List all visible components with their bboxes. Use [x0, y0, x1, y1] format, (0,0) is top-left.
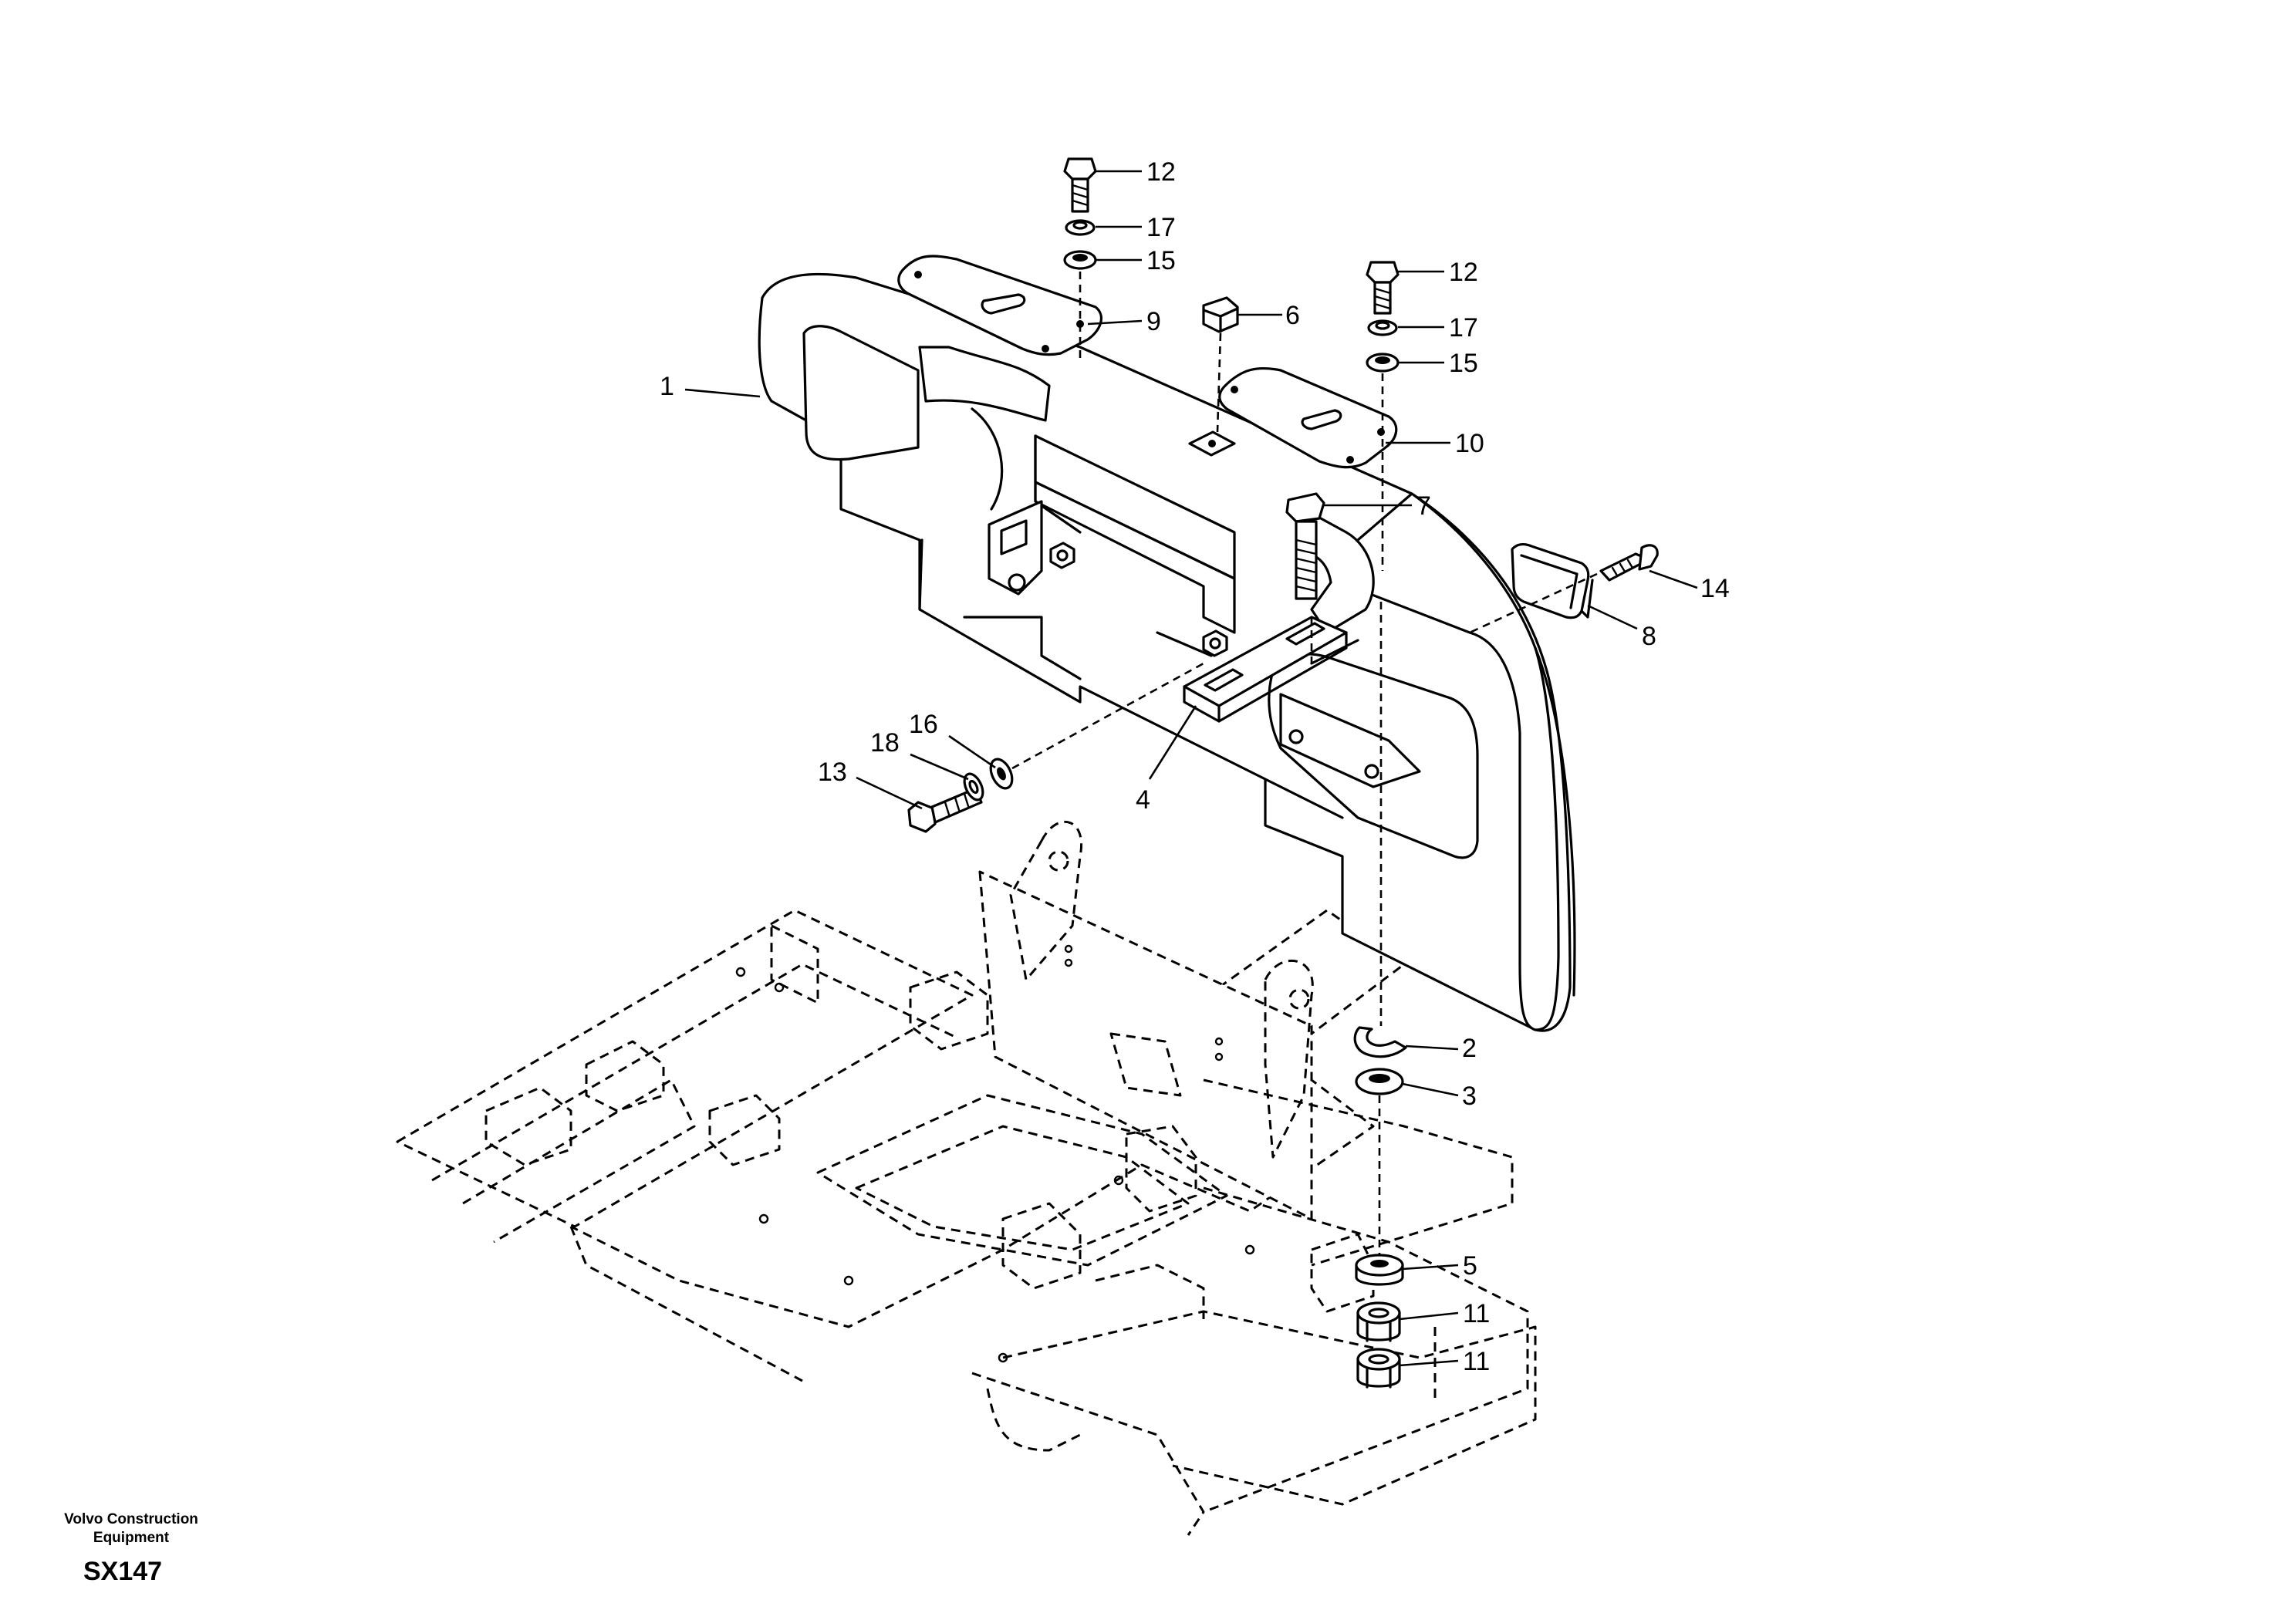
bolt-13	[907, 787, 983, 833]
cover-plate-10	[1218, 366, 1398, 469]
u-clip-2	[1353, 1026, 1407, 1058]
counterweight	[758, 272, 1576, 1032]
callout-2: 2	[1462, 1034, 1477, 1063]
callout-3: 3	[1462, 1082, 1477, 1111]
manufacturer-line-1: Volvo Construction	[64, 1511, 198, 1527]
callout-12-left: 12	[1146, 157, 1176, 187]
drawing-footer: Volvo Construction Equipment SX147	[39, 1510, 224, 1587]
callout-1: 1	[660, 372, 674, 401]
callout-labels: 1 2 3 4 5 6 7 8 9 10 11 11 12 12 13 14 1…	[660, 157, 1730, 1376]
lifting-bolt-7	[1285, 492, 1325, 600]
lock-washer-18	[963, 772, 984, 802]
washer-3	[1355, 1068, 1404, 1095]
drawing-code: SX147	[83, 1557, 163, 1586]
nut-body-left	[1049, 542, 1075, 569]
plug-recess	[1188, 430, 1236, 457]
callout-11-upper: 11	[1463, 1299, 1490, 1328]
callout-18: 18	[870, 728, 900, 758]
plug-6	[1202, 296, 1239, 333]
callout-15-left: 15	[1146, 246, 1176, 275]
callout-11-lower: 11	[1463, 1347, 1490, 1376]
callout-10: 10	[1455, 429, 1484, 458]
mounting-plate	[1183, 616, 1359, 723]
washer-15-left	[1063, 250, 1097, 270]
washer-16	[989, 758, 1014, 790]
cap-8	[1511, 543, 1594, 619]
lock-washer-17-left	[1065, 219, 1096, 236]
manufacturer-line-2: Equipment	[93, 1530, 170, 1546]
callout-9: 9	[1146, 307, 1161, 336]
callout-leaders	[684, 170, 1698, 1367]
callout-17-right: 17	[1449, 313, 1478, 343]
callout-17-left: 17	[1146, 213, 1176, 242]
upper-frame-outline	[396, 820, 1537, 1536]
washer-5	[1355, 1254, 1404, 1286]
cover-plate-9	[897, 255, 1102, 356]
bolt-12-left	[1063, 157, 1097, 213]
callout-8: 8	[1642, 622, 1656, 651]
assembly-axis-lines	[1011, 272, 1598, 1254]
callout-16: 16	[909, 710, 938, 739]
nut-body-center	[1202, 629, 1228, 657]
callout-5: 5	[1463, 1251, 1477, 1281]
callout-15-right: 15	[1449, 349, 1478, 378]
callout-14: 14	[1700, 574, 1730, 603]
bolt-14	[1599, 544, 1659, 582]
callout-13: 13	[818, 758, 847, 787]
nut-11-upper	[1356, 1301, 1401, 1342]
lock-washer-17-right	[1367, 319, 1398, 336]
callout-6: 6	[1285, 301, 1300, 330]
callout-4: 4	[1136, 785, 1150, 815]
callout-12-right: 12	[1449, 258, 1478, 287]
nut-11-lower	[1356, 1348, 1401, 1389]
bolt-12-right	[1366, 261, 1400, 315]
callout-7: 7	[1416, 491, 1431, 521]
washer-15-right	[1366, 353, 1400, 373]
